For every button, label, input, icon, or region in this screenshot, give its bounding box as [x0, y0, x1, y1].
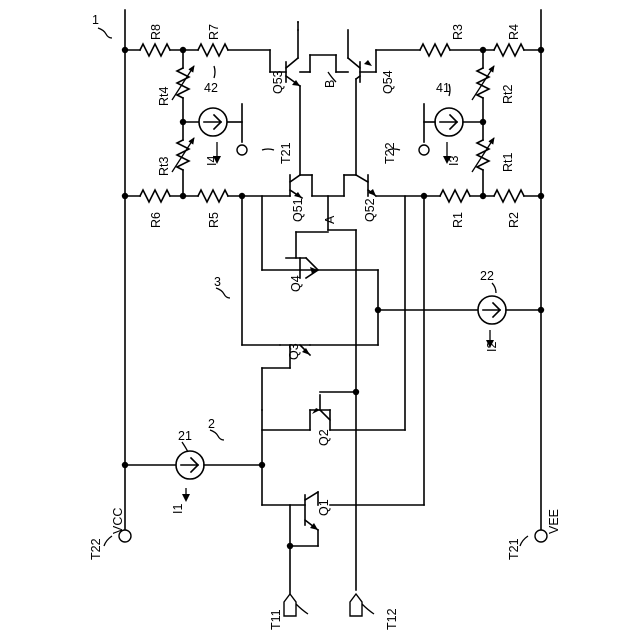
label-t22-bottom: T22 — [89, 538, 103, 560]
label-t21-bottom: T21 — [507, 538, 521, 560]
vee-rail — [535, 10, 547, 542]
transistor-q2 — [262, 389, 405, 430]
node-b-link — [298, 22, 348, 72]
label-ref-42: 42 — [204, 81, 218, 95]
label-t22-top: T22 — [383, 142, 397, 164]
label-t21-top: T21 — [279, 142, 293, 164]
label-i1: I1 — [171, 504, 185, 514]
transistor-q54 — [348, 30, 372, 175]
label-r8: R8 — [149, 24, 163, 40]
label-ref-22: 22 — [480, 269, 494, 283]
terminal-t22-top — [419, 145, 429, 155]
label-ref-1: 1 — [92, 13, 99, 27]
label-t11: T11 — [269, 609, 283, 630]
label-r1: R1 — [451, 212, 465, 228]
label-rt1: Rt1 — [501, 153, 515, 173]
label-node-b: B — [323, 80, 337, 88]
label-q4: Q4 — [289, 275, 303, 292]
mid-bus — [375, 296, 544, 348]
label-i3: I3 — [447, 156, 461, 166]
resistor-r4 — [494, 44, 524, 56]
label-i2: I2 — [485, 342, 499, 352]
label-r6: R6 — [149, 212, 163, 228]
label-q54: Q54 — [381, 70, 395, 94]
label-r4: R4 — [507, 24, 521, 40]
label-ref-41: 41 — [436, 81, 450, 95]
transistor-q1 — [262, 492, 424, 549]
terminal-t12 — [350, 594, 362, 616]
resistor-r2 — [494, 190, 524, 202]
label-i4: I4 — [205, 156, 219, 166]
label-q2: Q2 — [317, 429, 331, 446]
top-left-network — [122, 44, 286, 196]
transistor-q51 — [290, 175, 312, 198]
label-ref-21: 21 — [178, 429, 192, 443]
label-node-a: A — [323, 215, 337, 224]
resistor-r3 — [420, 44, 450, 56]
resistor-r7 — [198, 44, 228, 56]
transistor-q4 — [262, 232, 378, 310]
label-r2: R2 — [507, 212, 521, 228]
label-rt3: Rt3 — [157, 157, 171, 177]
top-right-network — [360, 44, 544, 196]
label-q52: Q52 — [363, 198, 377, 222]
label-r5: R5 — [207, 212, 221, 228]
left-mid-network — [122, 190, 290, 345]
label-t12: T12 — [385, 608, 399, 630]
label-q3: Q3 — [287, 343, 301, 360]
label-q53: Q53 — [271, 70, 285, 94]
vee-terminal — [535, 530, 547, 542]
label-q51: Q51 — [291, 198, 305, 222]
resistor-r1 — [440, 190, 470, 202]
label-vcc: VCC — [111, 508, 125, 534]
input-stage — [122, 410, 265, 505]
label-rt2: Rt2 — [501, 85, 515, 105]
label-vee: VEE — [547, 509, 561, 534]
label-q1: Q1 — [317, 499, 331, 516]
label-rt4: Rt4 — [157, 87, 171, 107]
label-r7: R7 — [207, 24, 221, 40]
resistor-r6 — [140, 190, 170, 202]
label-ref-3: 3 — [214, 275, 221, 289]
input-terminals — [284, 505, 362, 616]
transistor-q52 — [344, 175, 376, 196]
node-a-link — [262, 196, 356, 590]
text-labels: 1 2 3 21 22 41 42 R8 R7 R3 R4 R6 R5 R1 R… — [89, 13, 561, 630]
label-ref-2: 2 — [208, 417, 215, 431]
label-r3: R3 — [451, 24, 465, 40]
right-mid-network — [376, 190, 544, 505]
resistor-r5 — [198, 190, 228, 202]
resistor-r8 — [140, 44, 170, 56]
terminal-t11 — [284, 594, 296, 616]
terminal-t21-top — [237, 145, 247, 155]
